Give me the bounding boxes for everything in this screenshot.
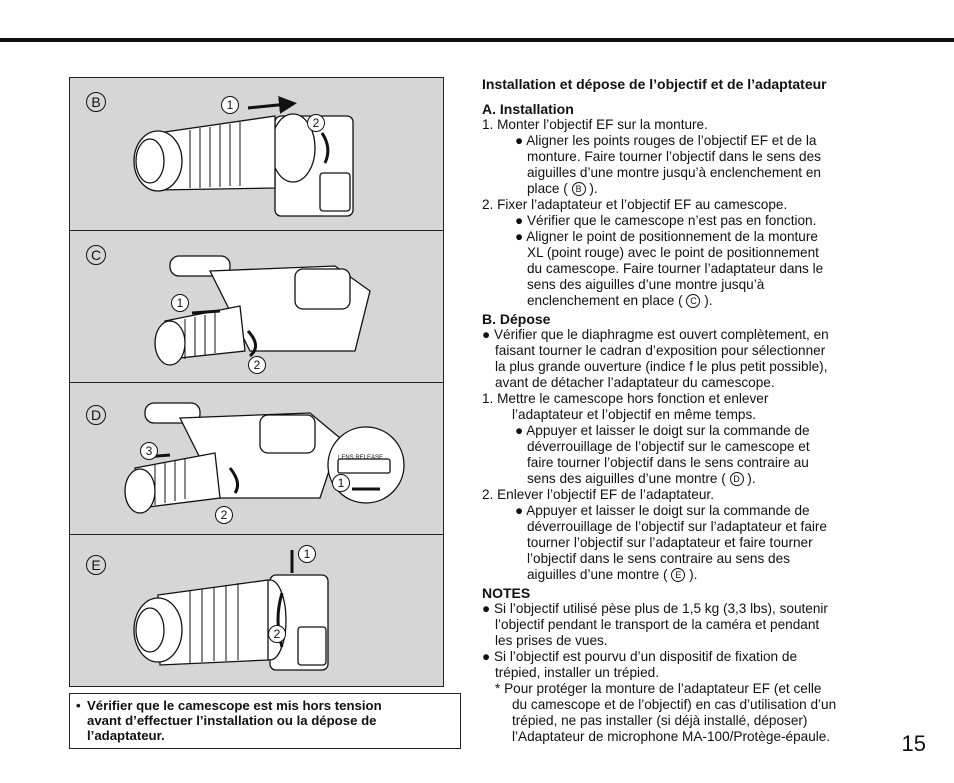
camcorder-illustration-d bbox=[124, 402, 405, 514]
panel-letter-e: E bbox=[86, 555, 106, 575]
ref-d: D bbox=[729, 472, 744, 486]
step-marker-1: 1 bbox=[298, 545, 316, 563]
camcorder-illustration-c bbox=[154, 255, 371, 366]
figure-panel-b: B 1 2 bbox=[70, 78, 443, 231]
note-line: * Pour protéger la monture de l’adaptate… bbox=[495, 681, 822, 696]
instructions-column: Installation et dépose de l’objectif et … bbox=[482, 72, 887, 745]
warning-line: avant d’effectuer l’installation ou la d… bbox=[87, 713, 377, 728]
bullet-line: place ( B ). bbox=[527, 181, 598, 196]
note-line: du camescope et de l’objectif) en cas d’… bbox=[512, 697, 837, 712]
step-marker-3: 3 bbox=[140, 442, 158, 460]
bullet-line: avant de détacher l’adaptateur du camesc… bbox=[495, 375, 775, 390]
figure-panel-c: C 1 2 bbox=[70, 231, 443, 383]
note-line: ● Si l’objectif est pourvu d’un disposit… bbox=[482, 649, 797, 664]
bullet-line: monture. Faire tourner l’objectif dans l… bbox=[527, 149, 821, 164]
note-line: trépied, ne pas installer (si déjà insta… bbox=[512, 713, 808, 728]
step-marker-2: 2 bbox=[307, 114, 325, 132]
step-b1: l’adaptateur et l’objectif en même temps… bbox=[512, 407, 757, 422]
note-line: l’Adaptateur de microphone MA-100/Protèg… bbox=[512, 729, 831, 744]
note-line: l’objectif pendant le transport de la ca… bbox=[495, 617, 820, 632]
bullet-line: tourner l’objectif sur l’adaptateur et f… bbox=[527, 535, 813, 550]
warning-line: l’adaptateur. bbox=[87, 728, 165, 743]
step-marker-2: 2 bbox=[215, 506, 233, 524]
bullet-line: ● Appuyer et laisser le doigt sur la com… bbox=[515, 423, 810, 438]
bullet-line: ● Appuyer et laisser le doigt sur la com… bbox=[515, 503, 810, 518]
bullet-line: ● Vérifier que le diaphragme est ouvert … bbox=[482, 327, 829, 342]
bullet-line: du camescope. Faire tourner l’adaptateur… bbox=[527, 261, 824, 276]
page-number: 15 bbox=[901, 731, 926, 756]
bullet-line: aiguilles d’une montre jusqu’à enclenche… bbox=[527, 165, 821, 180]
section-title: Installation et dépose de l’objectif et … bbox=[482, 76, 827, 92]
top-rule bbox=[0, 38, 954, 42]
lens-release-label: LENS RELEASE bbox=[338, 455, 384, 461]
step-marker-1: 1 bbox=[221, 96, 239, 114]
installation-figure: B 1 2 C 1 2 bbox=[69, 77, 444, 687]
step-a2: 2. Fixer l’adaptateur et l’objectif EF a… bbox=[482, 197, 788, 212]
step-marker-1: 1 bbox=[171, 294, 189, 312]
figure-panel-e: E 1 2 bbox=[70, 535, 443, 686]
step-b2: 2. Enlever l’objectif EF de l’adaptateur… bbox=[482, 487, 714, 502]
heading-notes: NOTES bbox=[482, 585, 531, 601]
bullet-line: sens des aiguilles d’une montre ( D ). bbox=[527, 471, 756, 486]
bullet-line: faire tourner l’objectif dans le sens co… bbox=[527, 455, 809, 470]
bullet-line: ● Aligner le point de positionnement de … bbox=[515, 229, 818, 244]
bullet-line: ● Vérifier que le camescope n’est pas en… bbox=[515, 213, 817, 228]
bullet-line: enclenchement en place ( C ). bbox=[527, 293, 713, 308]
step-marker-1: 1 bbox=[332, 474, 350, 492]
ref-c: C bbox=[686, 294, 701, 308]
figure-panel-d: D 3 2 1 LENS RELEASE bbox=[70, 383, 443, 535]
ref-e: E bbox=[671, 568, 686, 582]
bullet-line: déverrouillage de l’objectif sur l’adapt… bbox=[527, 519, 827, 534]
heading-depose: B. Dépose bbox=[482, 311, 551, 327]
panel-letter-c: C bbox=[86, 245, 106, 265]
panel-letter-d: D bbox=[86, 405, 106, 425]
lens-adapter-illustration-b bbox=[133, 95, 354, 217]
warning-box: • Vérifier que le camescope est mis hors… bbox=[69, 693, 461, 749]
step-a1: 1. Monter l’objectif EF sur la monture. bbox=[482, 117, 708, 132]
panel-letter-b: B bbox=[86, 92, 106, 112]
note-line: les prises de vues. bbox=[495, 633, 608, 648]
heading-installation: A. Installation bbox=[482, 101, 574, 117]
bullet-line: XL (point rouge) avec le point de positi… bbox=[527, 245, 819, 260]
step-marker-2: 2 bbox=[268, 625, 286, 643]
ref-b: B bbox=[571, 182, 586, 196]
note-line: ● Si l’objectif utilisé pèse plus de 1,5… bbox=[482, 601, 828, 616]
bullet-line: l’objectif dans le sens contraire au sen… bbox=[527, 551, 790, 566]
bullet-line: ● Aligner les points rouges de l’objecti… bbox=[515, 133, 817, 148]
bullet-line: faisant tourner le cadran d’exposition p… bbox=[495, 343, 826, 358]
warning-bullet: • bbox=[76, 698, 81, 713]
note-line: trépied, installer un trépied. bbox=[495, 665, 659, 680]
step-marker-2: 2 bbox=[248, 356, 266, 374]
bullet-line: la plus grande ouverture (indice f le pl… bbox=[495, 359, 828, 374]
step-b1: 1. Mettre le camescope hors fonction et … bbox=[482, 391, 769, 406]
bullet-line: aiguilles d’une montre ( E ). bbox=[527, 567, 698, 582]
warning-line: Vérifier que le camescope est mis hors t… bbox=[87, 698, 382, 713]
bullet-line: déverrouillage de l’objectif sur le came… bbox=[527, 439, 810, 454]
lens-adapter-illustration-e bbox=[133, 550, 329, 671]
bullet-line: sens des aiguilles d’une montre jusqu’à bbox=[527, 277, 765, 292]
